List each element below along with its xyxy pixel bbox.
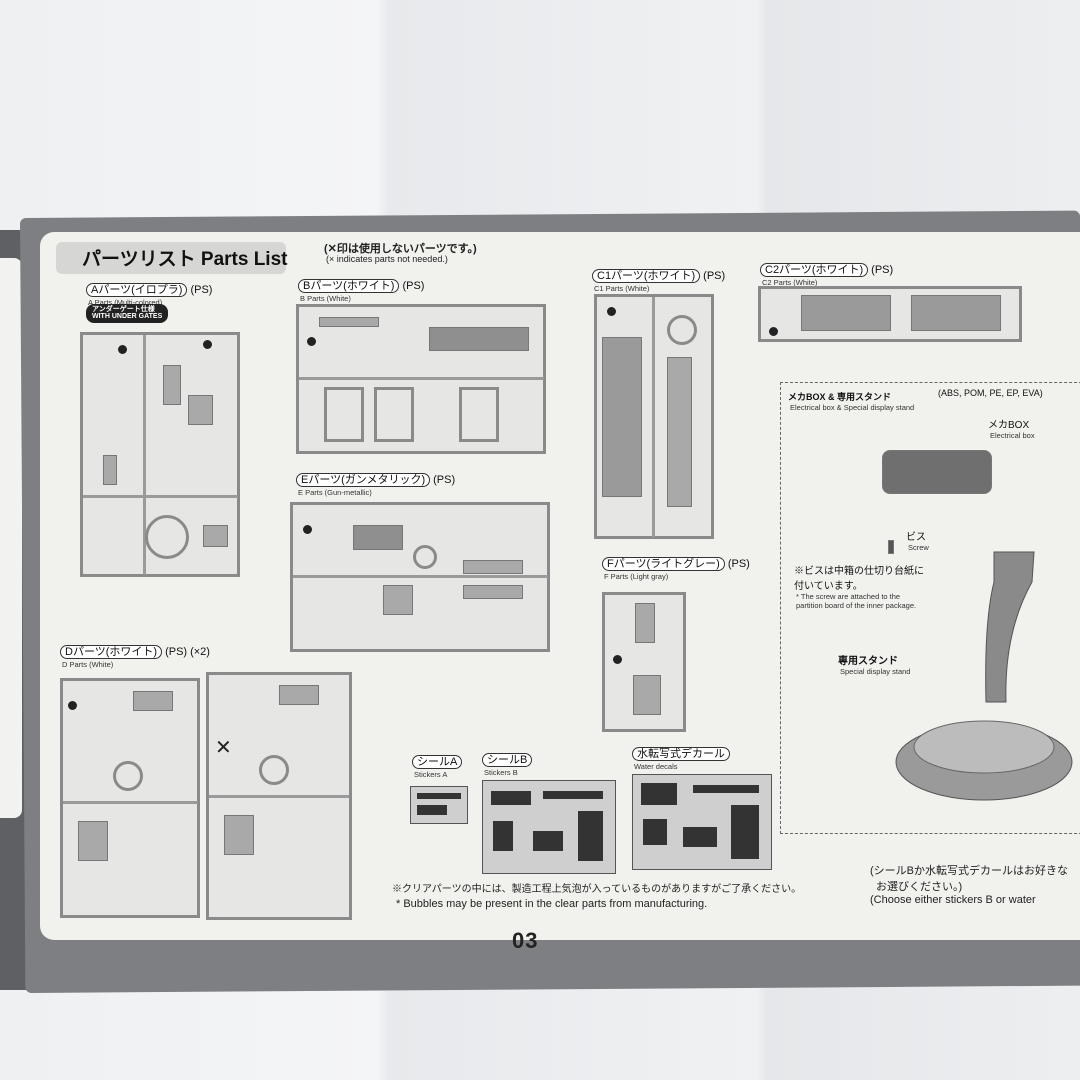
display-stand-name: 専用スタンド	[838, 656, 898, 667]
choose-stickers-note-ja-1: (シールBか水転写式デカールはお好きな	[870, 865, 1068, 877]
stickers-a-sheet	[410, 786, 468, 824]
c1-parts-name: C1パーツ(ホワイト)	[592, 269, 701, 283]
water-decals-name-en: Water decals	[634, 762, 678, 771]
d-parts-name: Dパーツ(ホワイト)	[60, 645, 163, 659]
screw-note-ja-line2: 付いています。	[794, 581, 863, 592]
a-parts-name: Aパーツ(イロプラ)	[86, 283, 188, 297]
stickers-b-label: シールB Stickers B	[482, 750, 533, 777]
display-stand-callout: 専用スタンド Special display stand	[838, 652, 910, 676]
f-parts-material: (PS)	[727, 558, 750, 570]
a-parts-material: (PS)	[190, 284, 213, 296]
under-gates-badge-en: WITH UNDER GATES	[92, 313, 163, 321]
a-parts-name-en: A Parts (Multi-colored)	[88, 298, 163, 307]
c1-parts-name-en: C1 Parts (White)	[594, 284, 650, 293]
clear-parts-note-ja: ※クリアパーツの中には、製造工程上気泡が入っているものがありますがご了承ください…	[392, 884, 802, 895]
electrical-box-callout: メカBOX Electrical box	[988, 416, 1035, 440]
c2-parts-label: C2パーツ(ホワイト)(PS) C2 Parts (White)	[760, 260, 893, 287]
stickers-b-name: シールB	[482, 753, 533, 767]
b-parts-name-en: B Parts (White)	[300, 294, 351, 303]
e-parts-name: Eパーツ(ガンメタリック)	[296, 473, 431, 487]
e-parts-runner	[290, 502, 550, 652]
b-parts-material: (PS)	[402, 280, 425, 292]
d-parts-label: Dパーツ(ホワイト)(PS)(×2) D Parts (White)	[60, 642, 210, 669]
c2-parts-material: (PS)	[871, 264, 894, 276]
water-decals-name: 水転写式デカール	[632, 747, 730, 761]
mecha-box-name-en: Electrical box & Special display stand	[790, 403, 915, 412]
b-parts-label: Bパーツ(ホワイト)(PS) B Parts (White)	[298, 276, 424, 303]
mecha-box-name: メカBOX & 専用スタンド	[788, 392, 892, 402]
display-stand-illustration	[895, 551, 1073, 801]
stickers-a-label: シールA Stickers A	[412, 752, 463, 779]
c1-parts-label: C1パーツ(ホワイト)(PS) C1 Parts (White)	[592, 266, 725, 293]
electrical-box-illustration	[882, 450, 992, 494]
page-title: パーツリスト Parts List	[82, 249, 288, 270]
unused-parts-note-en: (× indicates parts not needed.)	[326, 254, 448, 264]
e-parts-material: (PS)	[433, 474, 456, 486]
water-decals-sheet	[632, 774, 772, 870]
c2-parts-runner	[758, 286, 1022, 342]
stickers-b-name-en: Stickers B	[484, 768, 518, 777]
electrical-box-name: メカBOX	[988, 420, 1030, 431]
water-decals-label: 水転写式デカール Water decals	[632, 744, 730, 771]
electrical-box-name-en: Electrical box	[990, 431, 1035, 440]
screw-note-en-line1: * The screw are attached to the	[796, 592, 901, 601]
a-parts-runner	[80, 332, 240, 577]
under-gates-badge-ja: アンダーゲート仕様	[92, 306, 155, 313]
f-parts-runner	[602, 592, 686, 732]
clear-parts-note-en: * Bubbles may be present in the clear pa…	[396, 898, 708, 910]
c2-parts-name: C2パーツ(ホワイト)	[760, 263, 869, 277]
e-parts-label: Eパーツ(ガンメタリック)(PS) E Parts (Gun-metallic)	[296, 470, 455, 497]
c1-parts-material: (PS)	[703, 270, 726, 282]
b-parts-runner	[296, 304, 546, 454]
d-parts-runner-2: ✕	[206, 672, 352, 920]
stickers-b-sheet	[482, 780, 616, 874]
unused-parts-note-ja: (✕印は使用しないパーツです。)	[324, 243, 477, 255]
choose-stickers-note-ja-2: お選びください。)	[876, 881, 963, 893]
c2-parts-name-en: C2 Parts (White)	[762, 278, 818, 287]
d-parts-quantity: (×2)	[190, 646, 210, 658]
f-parts-label: Fパーツ(ライトグレー)(PS) F Parts (Light gray)	[602, 554, 750, 581]
d-parts-name-en: D Parts (White)	[62, 660, 114, 669]
screw-name-en: Screw	[908, 543, 929, 552]
b-parts-name: Bパーツ(ホワイト)	[298, 279, 400, 293]
e-parts-name-en: E Parts (Gun-metallic)	[298, 488, 372, 497]
under-gates-badge: アンダーゲート仕様 WITH UNDER GATES	[86, 304, 169, 323]
f-parts-name-en: F Parts (Light gray)	[604, 572, 669, 581]
screw-callout: ビス Screw	[906, 528, 929, 552]
mecha-box-materials: (ABS, POM, PE, EP, EVA)	[938, 388, 1043, 398]
mecha-box-stand-panel	[780, 382, 1080, 834]
choose-stickers-note-en: (Choose either stickers B or water	[870, 894, 1036, 906]
mecha-box-label: メカBOX & 専用スタンド Electrical box & Special …	[788, 390, 914, 412]
f-parts-name: Fパーツ(ライトグレー)	[602, 557, 725, 571]
stickers-a-name-en: Stickers A	[414, 770, 448, 779]
unused-part-x-icon: ✕	[215, 735, 232, 759]
parts-list-page: パーツリスト Parts List (✕印は使用しないパーツです。) (× in…	[40, 232, 1080, 940]
screw-name: ビス	[906, 532, 926, 543]
screw-illustration	[888, 540, 894, 554]
a-parts-label: Aパーツ(イロプラ)(PS) A Parts (Multi-colored)	[86, 280, 212, 307]
screw-note: ※ビスは中箱の仕切り台紙に 付いています。 * The screw are at…	[794, 562, 924, 610]
stickers-a-name: シールA	[412, 755, 463, 769]
d-parts-runner-1	[60, 678, 200, 918]
screw-note-ja-line1: ※ビスは中箱の仕切り台紙に	[794, 566, 924, 577]
title-bar	[56, 242, 286, 274]
display-stand-name-en: Special display stand	[840, 667, 911, 676]
screw-note-en-line2: partition board of the inner package.	[796, 601, 917, 610]
d-parts-material: (PS)	[165, 646, 188, 658]
page-number: 03	[512, 928, 539, 953]
c1-parts-runner	[594, 294, 714, 539]
